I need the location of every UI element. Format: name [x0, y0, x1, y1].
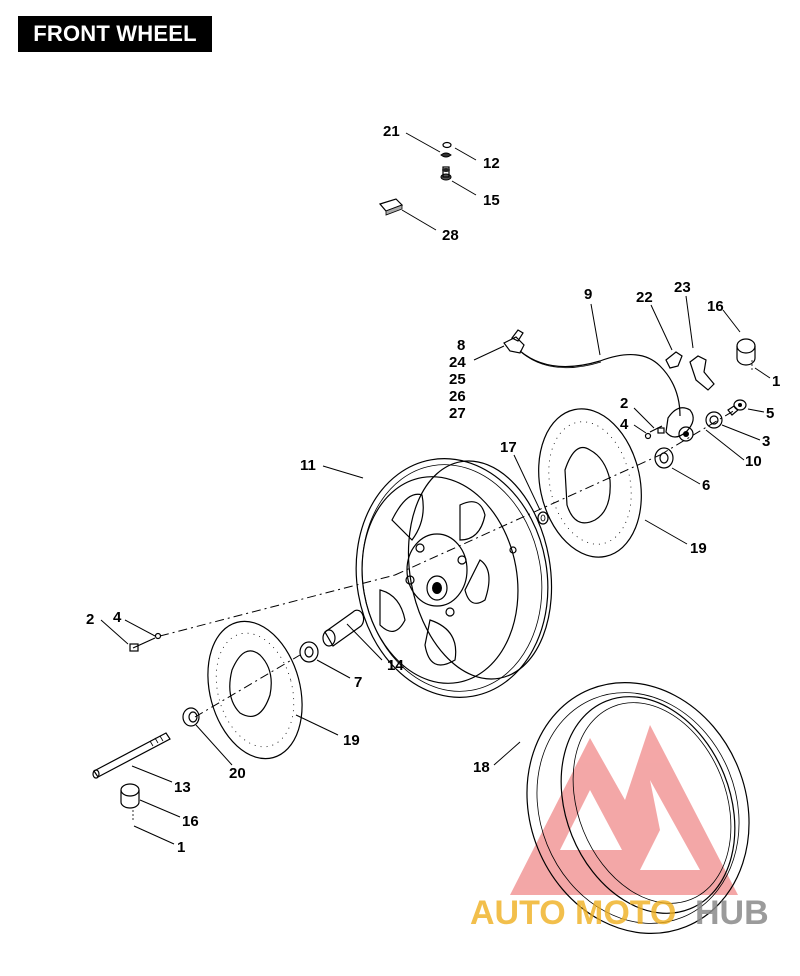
callout-22: 22: [636, 289, 653, 306]
watermark-logo: [510, 725, 738, 895]
washer-5-part: [727, 399, 747, 416]
brake-disc-right-part: [538, 408, 642, 558]
callout-8: 8: [457, 337, 465, 354]
bolt-2-right-part: [644, 425, 665, 440]
callout-4-right: 4: [620, 416, 629, 433]
spacer-17-part: [537, 511, 549, 525]
callout-19-left: 19: [343, 732, 360, 749]
callout-13: 13: [174, 779, 191, 796]
callout-7: 7: [354, 674, 362, 691]
watermark-word-1: AUTO: [470, 894, 566, 932]
callout-10: 10: [745, 453, 762, 470]
wheel-speed-sensor-part: [503, 329, 681, 417]
leader-lines: [100, 132, 771, 845]
callout-9: 9: [584, 286, 592, 303]
axis-centerline: [159, 409, 736, 637]
watermark-wordmark: AUTO MOTO HUB: [470, 894, 769, 932]
callout-21: 21: [383, 123, 400, 140]
cast-wheel-part: [355, 458, 553, 698]
callout-27: 27: [449, 405, 466, 422]
callout-1-bottom: 1: [177, 839, 185, 856]
valve-washer-part: [440, 152, 452, 158]
callout-11: 11: [300, 457, 316, 474]
balance-weight-part: [378, 198, 404, 216]
tire-part: [526, 682, 750, 934]
clip-23-part: [689, 355, 715, 391]
spacer-tube-14-part: [322, 609, 365, 647]
callout-5: 5: [766, 405, 774, 422]
callout-26: 26: [449, 388, 466, 405]
bearing-6-part: [654, 447, 674, 469]
callout-2-left: 2: [86, 611, 94, 628]
valve-cap-part: [442, 141, 452, 149]
spacer-20-part: [182, 707, 200, 727]
callout-4-left: 4: [113, 609, 122, 626]
axle-nut-cap-left-part: [120, 783, 140, 822]
callout-15: 15: [483, 192, 500, 209]
callout-2-right: 2: [620, 395, 628, 412]
watermark-word-2: MOTO: [575, 894, 676, 932]
callout-19-right: 19: [690, 540, 707, 557]
callout-12: 12: [483, 155, 500, 172]
valve-stem-part: [440, 166, 452, 181]
callout-16-top: 16: [707, 298, 724, 315]
axis-centerline-lower: [194, 654, 301, 718]
spacer-3-part: [705, 411, 723, 429]
callout-23: 23: [674, 279, 691, 296]
axle-13-part: [92, 732, 171, 779]
callout-3: 3: [762, 433, 770, 450]
bearing-7-part: [299, 641, 319, 663]
callout-1-top: 1: [772, 373, 780, 390]
callout-24: 24: [449, 354, 466, 371]
callout-14: 14: [387, 657, 404, 674]
callout-16-bottom: 16: [182, 813, 199, 830]
callout-6: 6: [702, 477, 710, 494]
callout-25: 25: [449, 371, 466, 388]
callout-labels: 21 12 15 28 9 22 23 16 1 8 24 25 26 27 2…: [86, 123, 780, 856]
callout-17: 17: [500, 439, 517, 456]
callout-18: 18: [473, 759, 490, 776]
sensor-bracket-part: [665, 407, 694, 442]
page-title: FRONT WHEEL: [18, 16, 212, 52]
watermark-word-3: HUB: [695, 894, 769, 932]
bolt-2-left-part: [129, 632, 162, 652]
brake-disc-left-part: [207, 620, 303, 760]
callout-20: 20: [229, 765, 246, 782]
callout-28: 28: [442, 227, 459, 244]
clip-22-part: [665, 351, 683, 369]
axle-nut-cap-right-part: [736, 338, 756, 370]
